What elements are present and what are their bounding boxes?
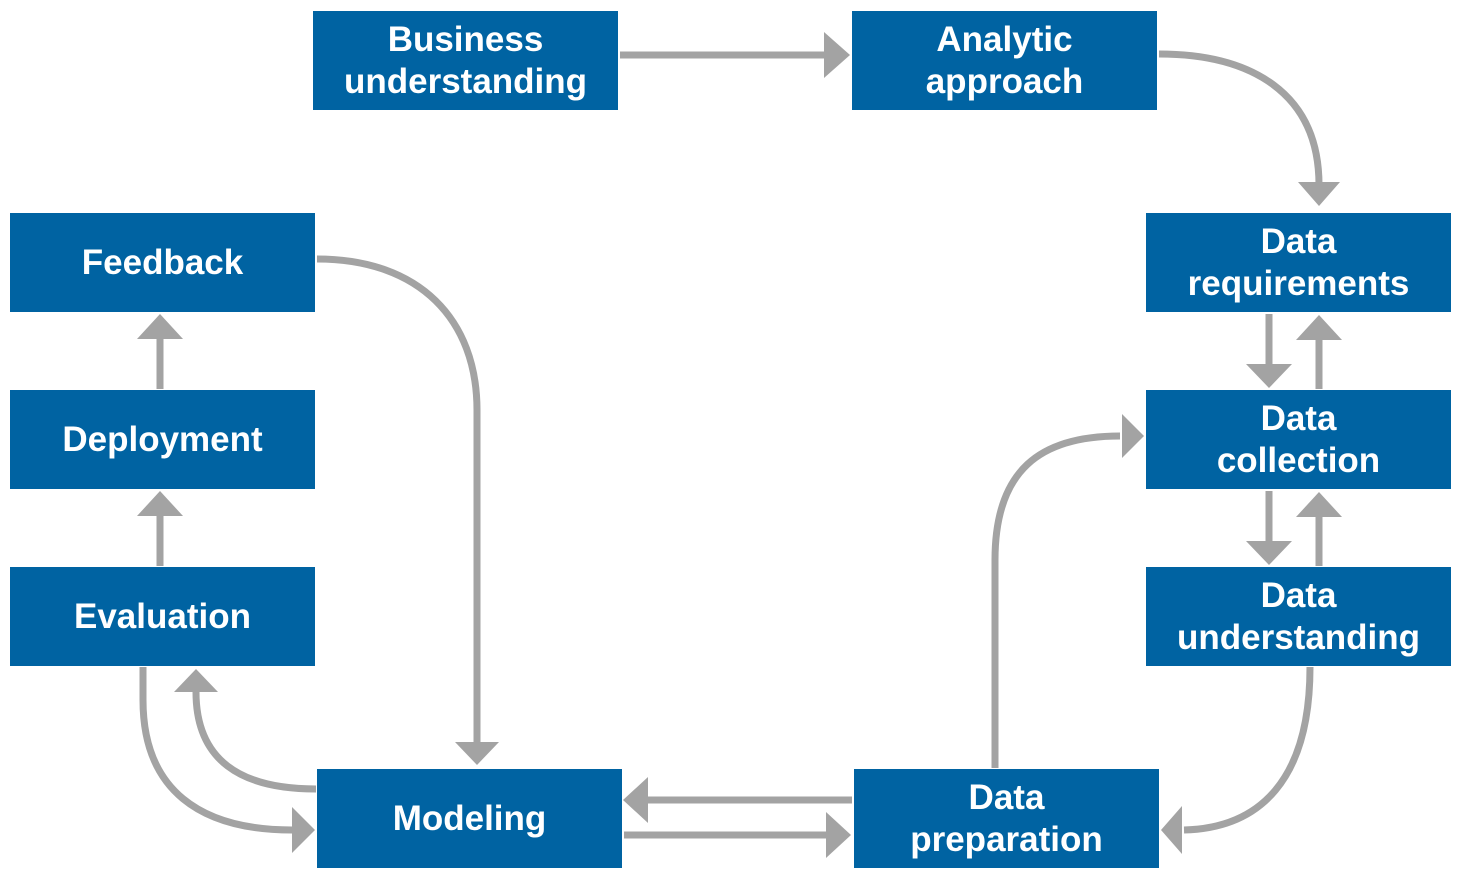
box-feedback: Feedback xyxy=(10,213,315,312)
arrow-modeling-to-data-preparation xyxy=(624,812,851,858)
box-analytic-approach-label: Analytic approach xyxy=(925,19,1084,101)
box-data-collection-label: Data collection xyxy=(1216,398,1381,480)
arrow-data-preparation-to-modeling xyxy=(623,777,852,823)
box-data-understanding-label: Data understanding xyxy=(1176,575,1421,657)
arrow-modeling-to-evaluation xyxy=(174,669,317,793)
box-evaluation-label: Evaluation xyxy=(74,596,251,636)
box-data-collection: Data collection xyxy=(1146,390,1451,489)
box-deployment-label: Deployment xyxy=(62,419,263,459)
box-data-preparation: Data preparation xyxy=(854,769,1159,868)
box-modeling-label: Modeling xyxy=(392,798,547,838)
box-modeling: Modeling xyxy=(317,769,622,868)
box-business-understanding: Business understanding xyxy=(313,11,618,110)
box-data-understanding: Data understanding xyxy=(1146,567,1451,666)
arrow-data-understanding-to-data-preparation xyxy=(1161,666,1314,854)
box-data-requirements-label: Data requirements xyxy=(1187,221,1410,303)
box-data-requirements: Data requirements xyxy=(1146,213,1451,312)
box-business-understanding-label: Business understanding xyxy=(343,19,588,101)
box-feedback-label: Feedback xyxy=(81,242,244,282)
arrow-data-requirements-to-data-collection xyxy=(1246,314,1292,388)
box-evaluation: Evaluation xyxy=(10,567,315,666)
arrow-evaluation-to-deployment xyxy=(137,491,183,566)
arrow-feedback-to-modeling xyxy=(316,255,499,765)
arrow-data-collection-to-data-requirements xyxy=(1296,315,1342,389)
arrow-evaluation-to-modeling xyxy=(139,667,315,853)
arrow-deployment-to-feedback xyxy=(137,314,183,389)
arrow-data-collection-to-data-understanding xyxy=(1246,491,1292,565)
arrow-data-preparation-to-data-collection xyxy=(991,414,1144,768)
arrow-analytic-to-data-requirements xyxy=(1158,50,1340,206)
box-data-preparation-label: Data preparation xyxy=(910,777,1103,859)
arrow-business-to-analytic xyxy=(620,32,850,78)
arrow-data-understanding-to-data-collection xyxy=(1296,492,1342,566)
box-analytic-approach: Analytic approach xyxy=(852,11,1157,110)
box-deployment: Deployment xyxy=(10,390,315,489)
